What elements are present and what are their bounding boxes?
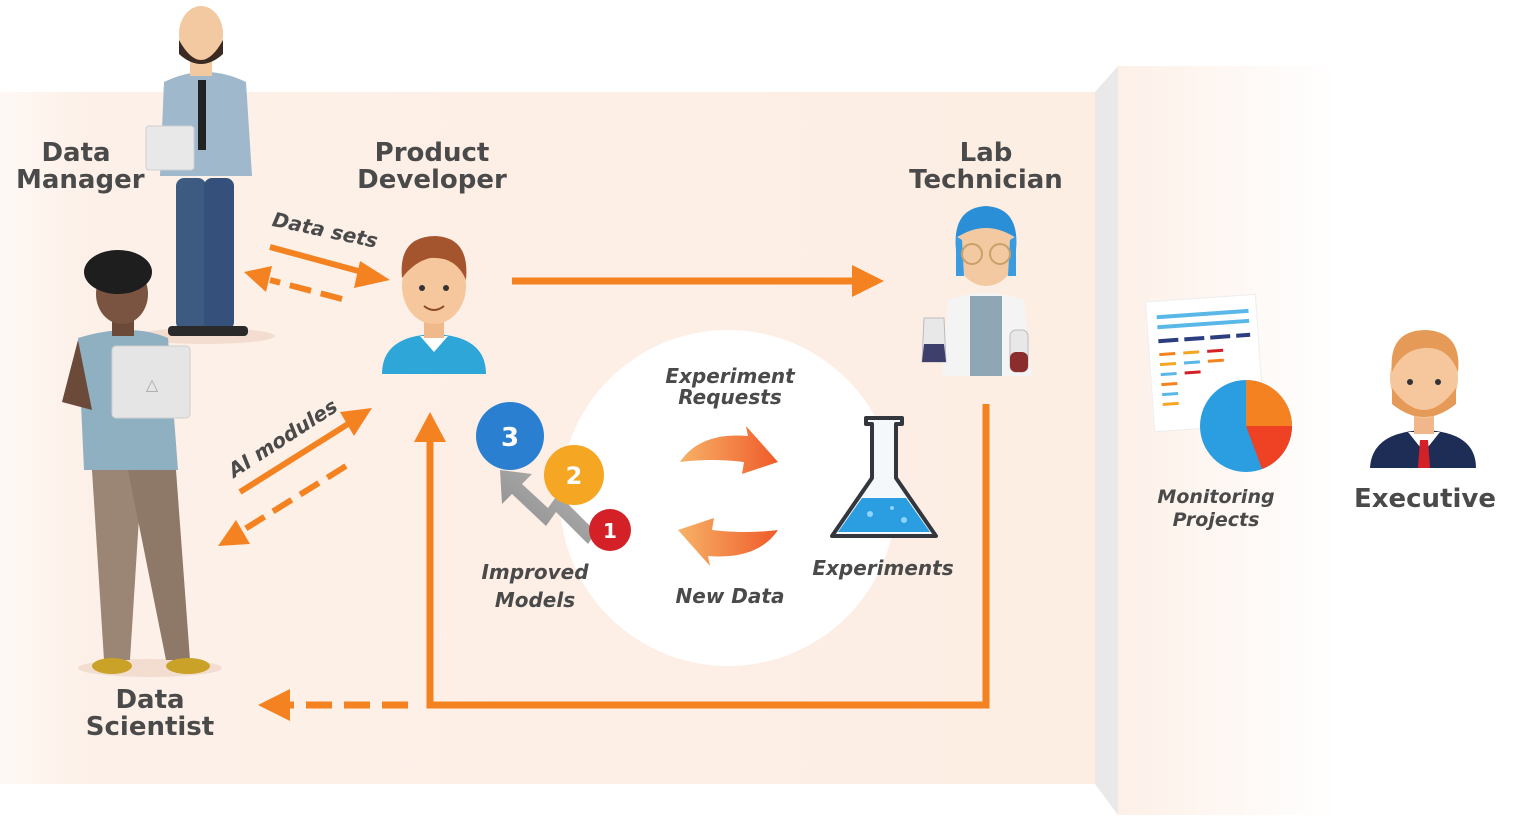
- data-sets-return-arrow: [269, 277, 343, 302]
- ai-modules-arrow: [238, 421, 350, 495]
- data-manager-avatar: [135, 6, 275, 344]
- svg-text:△: △: [146, 375, 159, 394]
- experiment-request-swirl: [680, 426, 778, 474]
- experiment-requests-label: Experiment Requests: [665, 364, 795, 409]
- improved-models-label: Improved Models: [481, 560, 589, 612]
- executive-avatar: [1370, 330, 1476, 468]
- executive-label: Executive: [1353, 484, 1496, 514]
- trend-arrow-icon: [500, 470, 596, 544]
- badge-3-icon: 3: [476, 402, 544, 470]
- product-developer-label: Product Developer: [357, 138, 507, 196]
- badge-2-icon: 2: [544, 445, 604, 505]
- data-manager-label: Data Manager: [16, 138, 145, 196]
- badge-3-label: 3: [501, 423, 519, 453]
- flask-icon: [830, 416, 938, 538]
- experiments-label: Experiments: [812, 556, 954, 580]
- product-developer-avatar: [382, 236, 486, 374]
- return-loop-arrow: [426, 404, 990, 709]
- data-scientist-label: Data Scientist: [85, 685, 215, 743]
- new-data-swirl: [678, 518, 778, 566]
- lab-technician-label: Lab Technician: [909, 138, 1063, 196]
- data-sets-arrow: [269, 244, 363, 275]
- pie-chart-icon: [1200, 380, 1292, 472]
- data-scientist-avatar: △: [62, 250, 222, 677]
- cycle-circle: [560, 330, 896, 666]
- ai-modules-return-arrow: [238, 463, 348, 535]
- badge-1-label: 1: [603, 519, 617, 543]
- badge-1-icon: 1: [589, 509, 631, 551]
- lab-technician-avatar: [921, 206, 1032, 376]
- monitoring-projects-label: Monitoring Projects: [1157, 486, 1275, 531]
- badge-2-label: 2: [566, 462, 583, 490]
- new-data-label: New Data: [675, 584, 785, 608]
- panel-divider: [1095, 66, 1118, 815]
